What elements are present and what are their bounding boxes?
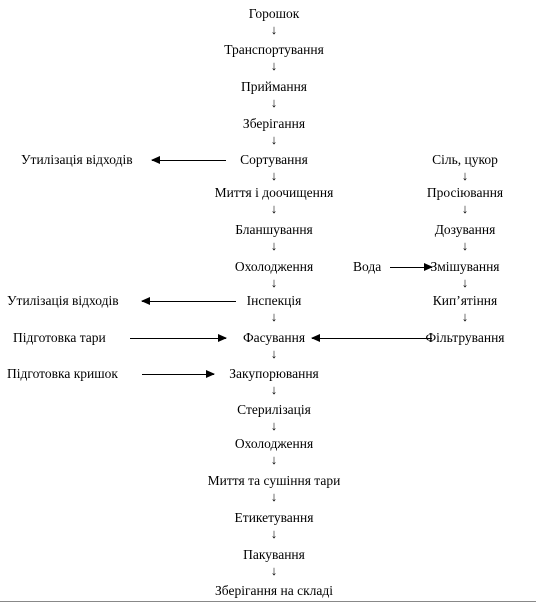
arrow-from-lids-prep-head [206,370,215,378]
water-input: Вода [352,259,383,275]
right-down-arrow-1: ↓ [461,168,469,183]
container-prep: Підготовка тари [12,330,107,346]
right-step-4: Змішування [429,259,501,275]
arrow-to-waste-2-line [142,301,236,302]
arrow-from-container-prep-line [130,338,226,339]
main-down-arrow-3: ↓ [270,95,278,110]
main-down-arrow-4: ↓ [270,132,278,147]
main-step-3: Приймання [239,79,309,95]
right-down-arrow-5: ↓ [461,309,469,324]
arrow-from-lids-prep-line [142,374,214,375]
main-down-arrow-13: ↓ [270,452,278,467]
main-down-arrow-14: ↓ [270,489,278,504]
main-down-arrow-5: ↓ [270,168,278,183]
arrow-to-waste-1-line [152,160,226,161]
main-down-arrow-8: ↓ [270,275,278,290]
main-step-7: Бланшування [234,222,314,238]
main-down-arrow-12: ↓ [270,418,278,433]
right-step-2: Просіювання [425,185,505,201]
arrow-to-waste-1-head [151,156,160,164]
main-step-5: Сортування [239,152,309,168]
main-step-10: Фасування [241,330,307,346]
main-down-arrow-15: ↓ [270,526,278,541]
main-step-12: Стерилізація [236,402,312,418]
main-down-arrow-9: ↓ [270,309,278,324]
main-step-2: Транспортування [223,42,325,58]
right-step-5: Кип’ятіння [431,293,499,309]
arrow-water-to-mixing-line [390,267,432,268]
arrow-to-waste-2-head [141,297,150,305]
main-step-16: Пакування [242,547,306,563]
main-down-arrow-7: ↓ [270,238,278,253]
main-step-4: Зберігання [241,116,307,132]
lids-prep: Підготовка кришок [6,366,119,382]
right-down-arrow-2: ↓ [461,201,469,216]
right-down-arrow-4: ↓ [461,275,469,290]
arrow-filtration-to-filling-line [312,338,432,339]
arrow-water-to-mixing-head [424,263,433,271]
waste-output-1: Утилізація відходів [20,152,134,168]
main-step-9: Інспекція [245,293,303,309]
main-step-1: Горошок [247,6,301,22]
main-down-arrow-10: ↓ [270,346,278,361]
bottom-divider [0,601,536,602]
right-step-6: Фільтрування [424,330,506,346]
main-step-15: Етикетування [233,510,315,526]
main-down-arrow-1: ↓ [270,22,278,37]
right-step-3: Дозування [433,222,497,238]
right-step-1: Сіль, цукор [431,152,499,168]
main-down-arrow-11: ↓ [270,382,278,397]
waste-output-2: Утилізація відходів [6,293,120,309]
main-down-arrow-6: ↓ [270,201,278,216]
main-step-8: Охолодження [233,259,315,275]
main-step-11: Закупорювання [228,366,320,382]
main-step-14: Миття та сушіння тари [206,473,342,489]
right-down-arrow-3: ↓ [461,238,469,253]
main-step-13: Охолодження [233,436,315,452]
main-down-arrow-16: ↓ [270,563,278,578]
arrow-filtration-to-filling-head [311,334,320,342]
main-step-17: Зберігання на складі [214,583,334,599]
main-step-6: Миття і доочищення [213,185,335,201]
main-down-arrow-2: ↓ [270,58,278,73]
arrow-from-container-prep-head [218,334,227,342]
